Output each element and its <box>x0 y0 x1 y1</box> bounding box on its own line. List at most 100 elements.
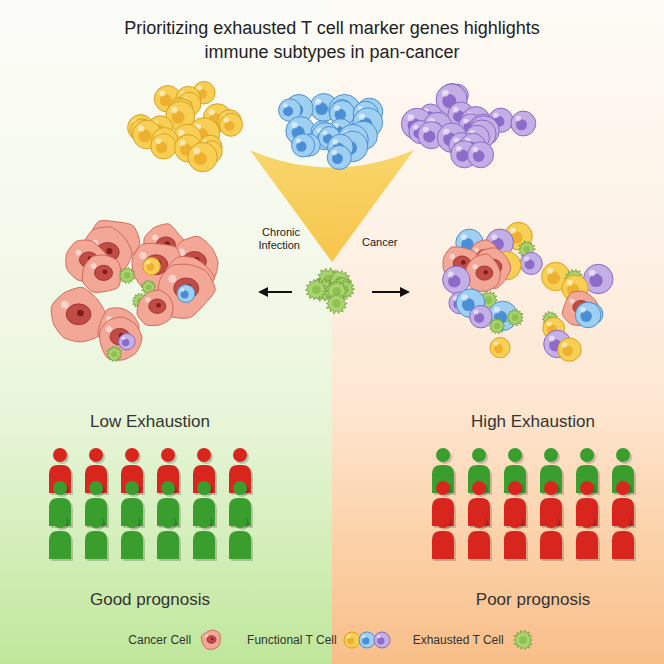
cell-body <box>143 257 160 274</box>
cell-highlight <box>423 127 429 133</box>
cell-highlight <box>524 257 529 262</box>
functional-t-cell <box>468 142 494 168</box>
cell-nucleus <box>146 284 152 290</box>
functional-t-cell <box>151 134 176 159</box>
person-icon <box>468 514 492 561</box>
cell-nucleus <box>312 285 321 294</box>
functional-t-cell <box>374 632 390 648</box>
person-head <box>580 448 594 462</box>
person-icon <box>504 448 528 495</box>
person-icon <box>432 514 456 561</box>
person-head <box>53 481 67 495</box>
person-body <box>229 531 251 559</box>
person-icon <box>157 514 181 561</box>
person-body <box>157 531 179 559</box>
cell-highlight <box>547 322 552 327</box>
cell-nucleus <box>512 314 519 321</box>
legend-item: Cancer Cell <box>128 628 225 652</box>
person-icon <box>85 448 109 495</box>
person-icon <box>576 481 600 528</box>
cell-highlight <box>562 342 567 347</box>
person-icon <box>229 448 253 495</box>
person-icon <box>504 481 528 528</box>
cell-highlight <box>463 118 468 123</box>
person-head <box>580 481 594 495</box>
person-icon <box>85 481 109 528</box>
cell-highlight <box>146 261 150 265</box>
person-icon <box>504 514 528 561</box>
people-illustration <box>332 400 664 664</box>
cell-body <box>513 630 532 650</box>
cell-body <box>305 279 327 300</box>
cell-body <box>106 346 121 362</box>
cell-body <box>520 252 542 274</box>
cell-nucleolus <box>461 260 466 265</box>
exhausted-cluster <box>305 268 354 314</box>
functional-t-cell <box>359 632 375 648</box>
cell-nucleus <box>485 296 493 304</box>
cell-highlight <box>449 254 454 259</box>
person-icon <box>121 481 145 528</box>
cell-highlight <box>462 294 468 300</box>
cell-highlight <box>291 122 297 128</box>
arrow-shaft <box>372 291 402 293</box>
cancer-cell <box>201 630 220 649</box>
legend-item: Exhausted T Cell <box>413 628 536 652</box>
person-head <box>89 514 103 528</box>
person-head <box>53 448 67 462</box>
person-head <box>472 514 486 528</box>
cell-nucleolus <box>211 638 213 640</box>
cell-body <box>575 302 601 328</box>
cell-highlight <box>138 126 144 132</box>
title: Prioritizing exhausted T cell marker gen… <box>112 16 552 65</box>
cell-highlight <box>448 271 454 277</box>
cell-highlight <box>334 105 340 111</box>
person-icon <box>612 481 636 528</box>
cell-nucleolus <box>77 310 84 317</box>
legend-sample <box>343 629 391 651</box>
person-icon <box>49 514 73 561</box>
cell-nucleus <box>332 299 341 308</box>
cell-highlight <box>296 138 301 143</box>
functional-t-cell <box>470 305 493 328</box>
high-exhaustion-tumor <box>443 222 613 361</box>
cell-body <box>119 267 135 283</box>
person-icon <box>229 481 253 528</box>
functional-t-cell <box>490 338 510 358</box>
person-head <box>233 448 247 462</box>
person-icon <box>193 514 217 561</box>
cell-highlight <box>472 264 477 269</box>
person-icon <box>157 481 181 528</box>
cell-nucleolus <box>156 303 161 308</box>
yellow-t-cell-cluster <box>128 82 243 172</box>
person-body <box>85 531 107 559</box>
arrow-head <box>258 287 268 297</box>
person-icon <box>49 481 73 528</box>
exhausted-t-cell <box>489 318 505 334</box>
cell-highlight <box>61 301 69 309</box>
cell-highlight <box>76 250 82 256</box>
cell-highlight <box>315 99 321 105</box>
cell-nucleus <box>494 323 501 330</box>
person-head <box>125 514 139 528</box>
person-head <box>544 481 558 495</box>
cell-nucleus <box>124 272 131 279</box>
cell-highlight <box>377 635 381 639</box>
person-head <box>580 514 594 528</box>
legend: Cancer CellFunctional T CellExhausted T … <box>0 628 664 652</box>
person-icon <box>576 448 600 495</box>
person-icon <box>612 514 636 561</box>
arrow-label: Chronic Infection <box>236 226 300 252</box>
cell-body <box>82 255 121 292</box>
exhausted-t-cell <box>326 293 347 314</box>
cell-highlight <box>442 90 449 97</box>
cell-highlight <box>139 252 146 259</box>
cell-nucleus <box>111 351 117 357</box>
cell-highlight <box>510 228 516 234</box>
person-head <box>125 481 139 495</box>
functional-t-cell <box>119 333 135 349</box>
cell-body <box>177 285 195 303</box>
cell-nucleus <box>66 304 91 325</box>
cell-highlight <box>494 307 500 313</box>
cell-highlight <box>209 109 215 115</box>
